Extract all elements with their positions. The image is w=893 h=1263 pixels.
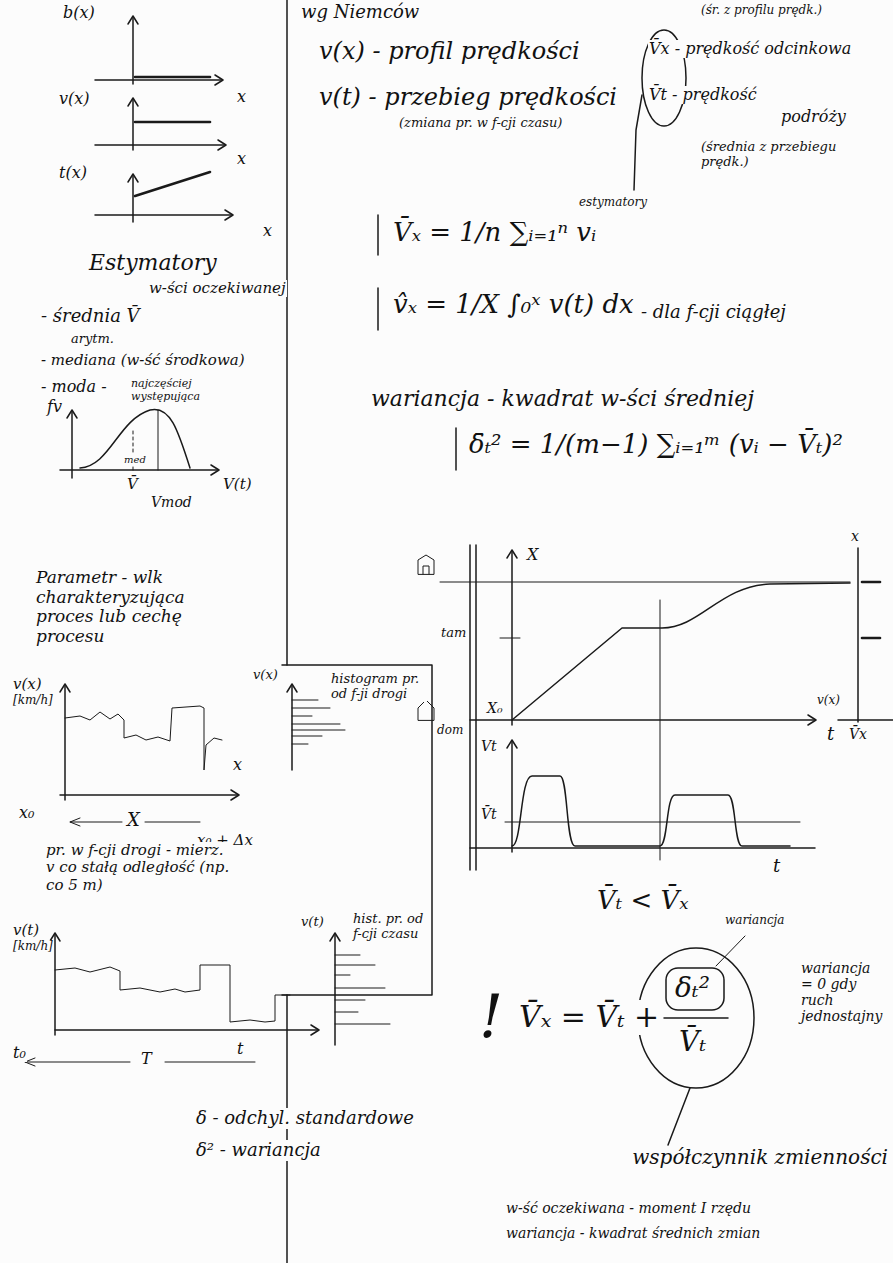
distance-time-graph: [418, 545, 893, 870]
axis-label: v(x): [816, 694, 841, 708]
axis-label: x: [236, 150, 247, 168]
heading: współczynnik zmienności: [631, 1146, 889, 1169]
speed-profile: [60, 684, 239, 826]
variance-fraction: [638, 936, 754, 1145]
axis-label: tam: [440, 626, 467, 641]
note: histogram pr. od f-ji drogi: [330, 672, 427, 702]
definition: V̄t - prędkość: [648, 86, 758, 104]
speed-course: [25, 933, 319, 1066]
note: - dla f-cji ciągłej: [640, 302, 787, 323]
formula: δ̄ₜ² = 1/(m−1) ∑ᵢ₌₁ᵐ (vᵢ − V̄ₜ)²: [468, 430, 844, 460]
axis-label: x: [850, 528, 860, 544]
note: estymatory: [578, 196, 648, 210]
axis-label: X₀: [486, 700, 504, 716]
definition: Parametr - wlk charakteryzująca proces l…: [35, 568, 247, 646]
note: (zmiana pr. w f-cji czasu): [398, 116, 563, 131]
column-divider: [286, 0, 288, 665]
axis-label: V̄: [126, 476, 139, 493]
definition: V̄x - prędkość odcinkowa: [648, 40, 852, 58]
axis-label: X: [526, 546, 539, 564]
heading: w-ści oczekiwanej: [148, 280, 287, 297]
axis-label: x: [232, 756, 243, 774]
definition: δ² - wariancja: [195, 1140, 322, 1161]
unit: [km/h]: [12, 694, 54, 708]
note: (średnia z przebiegu prędk.): [700, 140, 852, 170]
density-plot: [60, 409, 219, 478]
note: hist. pr. od f-cji czasu: [352, 912, 429, 942]
note: pr. w f-cji drogi - mierz. v co stałą od…: [45, 842, 232, 894]
formula-bar: [455, 428, 457, 470]
definition: v(t) - przebieg prędkości: [318, 84, 618, 112]
note: wariancja: [724, 914, 785, 928]
axis-label: b(x): [62, 4, 96, 22]
axis-label: t: [236, 1040, 244, 1058]
note: wariancja - kwadrat średnich zmian: [505, 1225, 761, 1241]
histogram-frame: [282, 665, 432, 995]
axis-label: fv: [46, 398, 63, 416]
axis-label: Vmod: [150, 494, 193, 510]
definition: podróży: [780, 108, 847, 126]
time-histogram: [330, 933, 390, 1045]
formula: v̂ₓ = 1/X ∫₀ˣ v(t) dx: [392, 290, 635, 320]
note: wariancja = 0 gdy ruch jednostajny: [800, 960, 887, 1024]
note: - mediana (w-ść środkowa): [40, 352, 246, 369]
definition: wariancja - kwadrat w-ści średniej: [370, 386, 755, 411]
axis-label: med: [123, 454, 147, 466]
axis-label: Vt: [480, 738, 498, 754]
column-divider: [286, 995, 288, 1263]
axis-label: t: [772, 856, 781, 877]
bracket: [634, 95, 642, 190]
axis-label: v(x): [252, 668, 279, 683]
axis-label: v(x): [12, 676, 43, 693]
unit: [km/h]: [12, 940, 54, 954]
small-plots: [95, 16, 233, 222]
formula: V̄ₜ < V̄ₓ: [596, 886, 690, 916]
axis-label: dom: [436, 724, 464, 738]
note: najczęściej występująca: [130, 378, 212, 403]
axis-label: X: [126, 810, 141, 831]
note: - średnia V̄: [40, 306, 141, 327]
axis-label: v(x): [58, 90, 91, 108]
formula: V̄ₜ: [678, 1026, 707, 1058]
note: - moda -: [40, 378, 108, 396]
definition: δ - odchyl. standardowe: [195, 1108, 415, 1129]
definition: v(x) - profil prędkości: [318, 38, 581, 66]
axis-label: v(t): [12, 922, 40, 939]
axis-label: t(x): [58, 164, 88, 182]
axis-label: t₀: [12, 1044, 27, 1062]
formula-bar: [377, 215, 379, 255]
formula: V̄ₓ = 1/n ∑ᵢ₌₁ⁿ vᵢ: [392, 218, 597, 248]
axis-label: V(t): [222, 476, 253, 493]
axis-label: T: [140, 1050, 153, 1068]
note: (śr. z profilu prędk.): [700, 4, 823, 18]
formula-bar: [377, 288, 379, 330]
axis-label: t: [826, 724, 835, 745]
axis-label: x: [262, 222, 273, 240]
axis-label: V̄x: [848, 726, 868, 742]
exclamation: !: [478, 982, 504, 1051]
axis-label: x₀: [18, 804, 35, 822]
heading: Estymatory: [88, 250, 218, 275]
heading: wg Niemców: [300, 2, 420, 23]
axis-label: x: [236, 88, 247, 106]
note: arytm.: [70, 332, 115, 347]
formula: V̄ₓ = V̄ₜ +: [518, 1000, 660, 1035]
note: w-ść oczekiwana - moment I rzędu: [505, 1200, 752, 1216]
axis-label: v(t): [300, 915, 325, 930]
formula: δₜ²: [674, 972, 711, 1004]
axis-label: V̄t: [480, 806, 498, 822]
